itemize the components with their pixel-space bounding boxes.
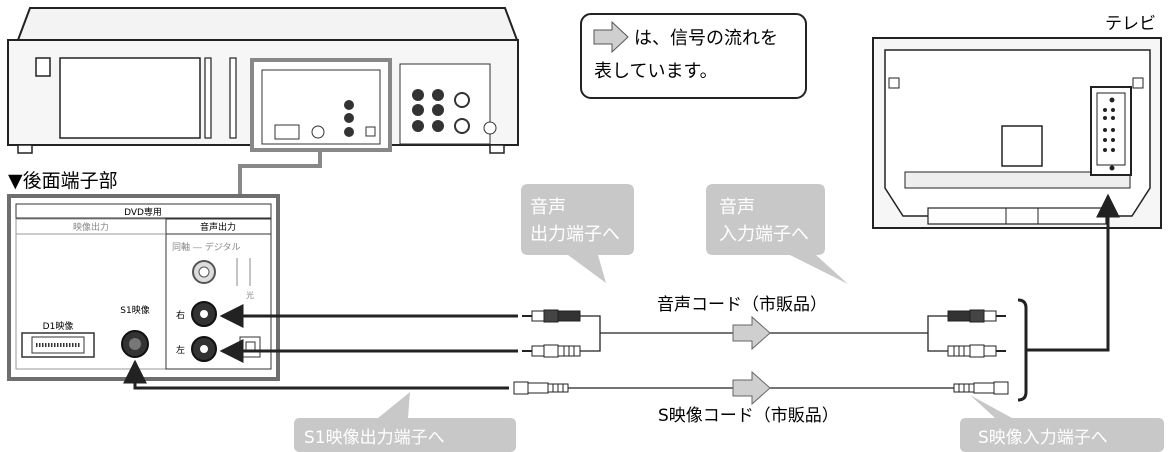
callout-audio-out-line1: 音声 [530,197,566,218]
callout-audio-in-line1: 音声 [719,197,755,218]
optical-label: 光 [246,290,254,300]
tv-input-bracket [1017,298,1028,402]
callout-s1-out-text: S1映像出力端子へ [304,428,445,448]
rear-panel-enlarged [7,194,280,381]
rear-panel-heading: ▼後面端子部 [8,170,118,192]
callout-audio-in-line2: 入力端子へ [719,224,809,245]
tv-signal-line [1026,193,1120,352]
coax-digital-label: 同軸 ― デジタル [172,241,241,253]
audio-out-label: 音声出力 [200,221,236,233]
audio-cord-label: 音声コード（市販品） [657,295,827,315]
callout-audio-out [521,184,634,283]
s1-signal-line [123,359,509,390]
panel-title: DVD専用 [124,206,162,218]
callout-s1-out [294,392,516,452]
callout-s-in [960,395,1164,452]
d1-video-label: D1映像 [43,320,74,332]
left-label: 左 [176,344,185,356]
legend-text-line1: は、信号の流れを [634,28,778,49]
dvd-recorder-device [7,7,519,154]
legend-text-line2: 表しています。 [594,61,718,82]
right-label: 右 [176,309,185,321]
s1-video-label: S1映像 [120,304,149,316]
callout-audio-in [706,184,848,284]
signal-flow-arrow-icon [593,20,629,54]
callout-s-in-text: S映像入力端子へ [978,428,1108,448]
tv-device [872,37,1162,229]
video-out-label: 映像出力 [73,221,109,233]
tv-label: テレビ [1105,14,1156,34]
callout-audio-out-line2: 出力端子へ [530,224,620,245]
audio-flow-arrow-icon [732,315,771,351]
video-flow-arrow-icon [732,370,771,406]
s-video-cord-label: S映像コード（市販品） [658,406,839,426]
legend-box [580,13,807,99]
